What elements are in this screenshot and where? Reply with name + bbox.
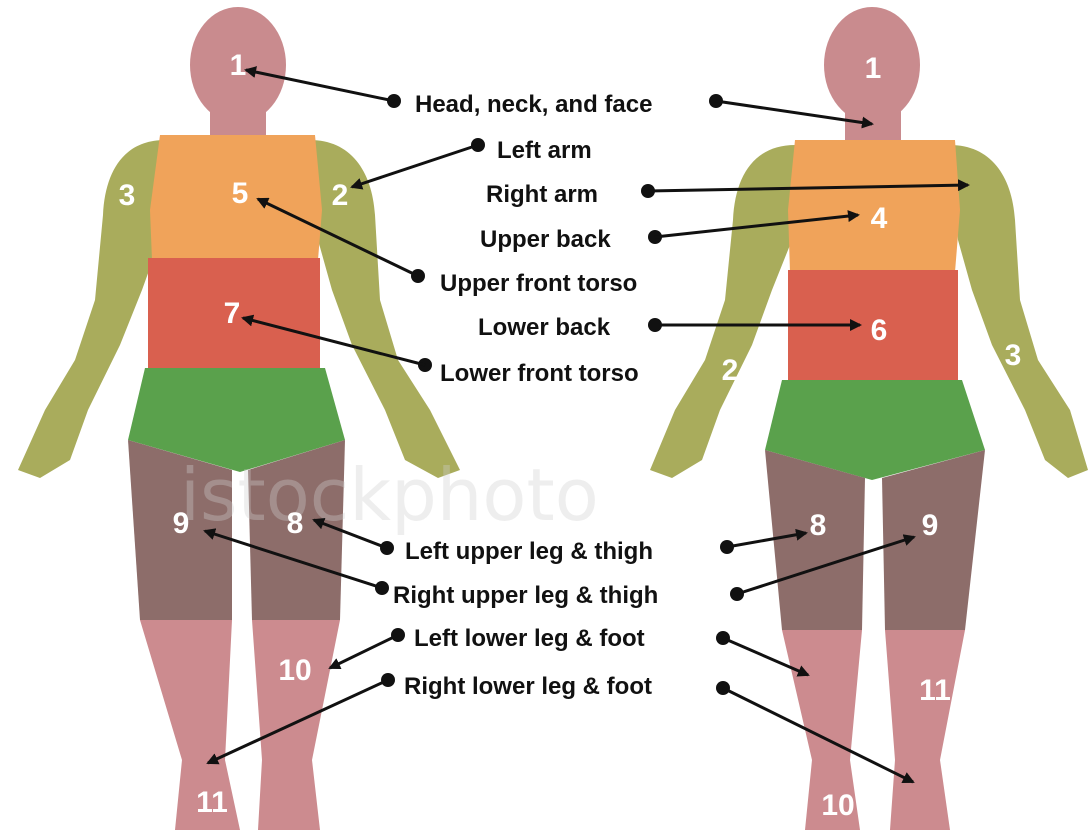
front-number-right-arm: 3 <box>119 179 136 212</box>
label-lower-front-torso: Lower front torso <box>440 360 639 387</box>
label-right-arm: Right arm <box>486 181 598 208</box>
label-head: Head, neck, and face <box>415 91 652 118</box>
back-number-left-arm: 2 <box>722 354 739 387</box>
back-number-upper-back: 4 <box>871 202 888 235</box>
label-upper-front-torso: Upper front torso <box>440 270 637 297</box>
front-number-upper-torso: 5 <box>232 177 249 210</box>
back-number-right-upper-leg: 9 <box>922 509 939 542</box>
front-left-lower-leg <box>252 620 340 830</box>
back-number-right-arm: 3 <box>1005 339 1022 372</box>
back-number-left-upper-leg: 8 <box>810 509 827 542</box>
label-left-upper-leg: Left upper leg & thigh <box>405 538 653 565</box>
watermark-front: istockphoto <box>180 453 599 537</box>
back-number-right-lower-leg: 11 <box>919 674 951 707</box>
front-number-left-arm: 2 <box>332 179 349 212</box>
back-figure <box>650 7 1088 830</box>
front-number-lower-torso: 7 <box>224 297 241 330</box>
back-number-head: 1 <box>865 52 882 85</box>
label-lower-back: Lower back <box>478 314 611 341</box>
back-number-left-lower-leg: 10 <box>821 789 854 822</box>
label-left-arm: Left arm <box>497 137 592 164</box>
front-number-right-upper-leg: 9 <box>173 507 190 540</box>
label-upper-back: Upper back <box>480 226 611 253</box>
label-right-lower-leg: Right lower leg & foot <box>404 673 652 700</box>
label-left-lower-leg: Left lower leg & foot <box>414 625 645 652</box>
front-number-left-upper-leg: 8 <box>287 507 304 540</box>
front-number-left-lower-leg: 10 <box>278 654 311 687</box>
back-number-lower-back: 6 <box>871 314 888 347</box>
front-figure <box>18 7 460 830</box>
front-number-right-lower-leg: 11 <box>196 786 228 819</box>
front-number-head: 1 <box>230 49 247 82</box>
label-right-upper-leg: Right upper leg & thigh <box>393 582 658 609</box>
back-right-lower-leg <box>885 630 965 830</box>
